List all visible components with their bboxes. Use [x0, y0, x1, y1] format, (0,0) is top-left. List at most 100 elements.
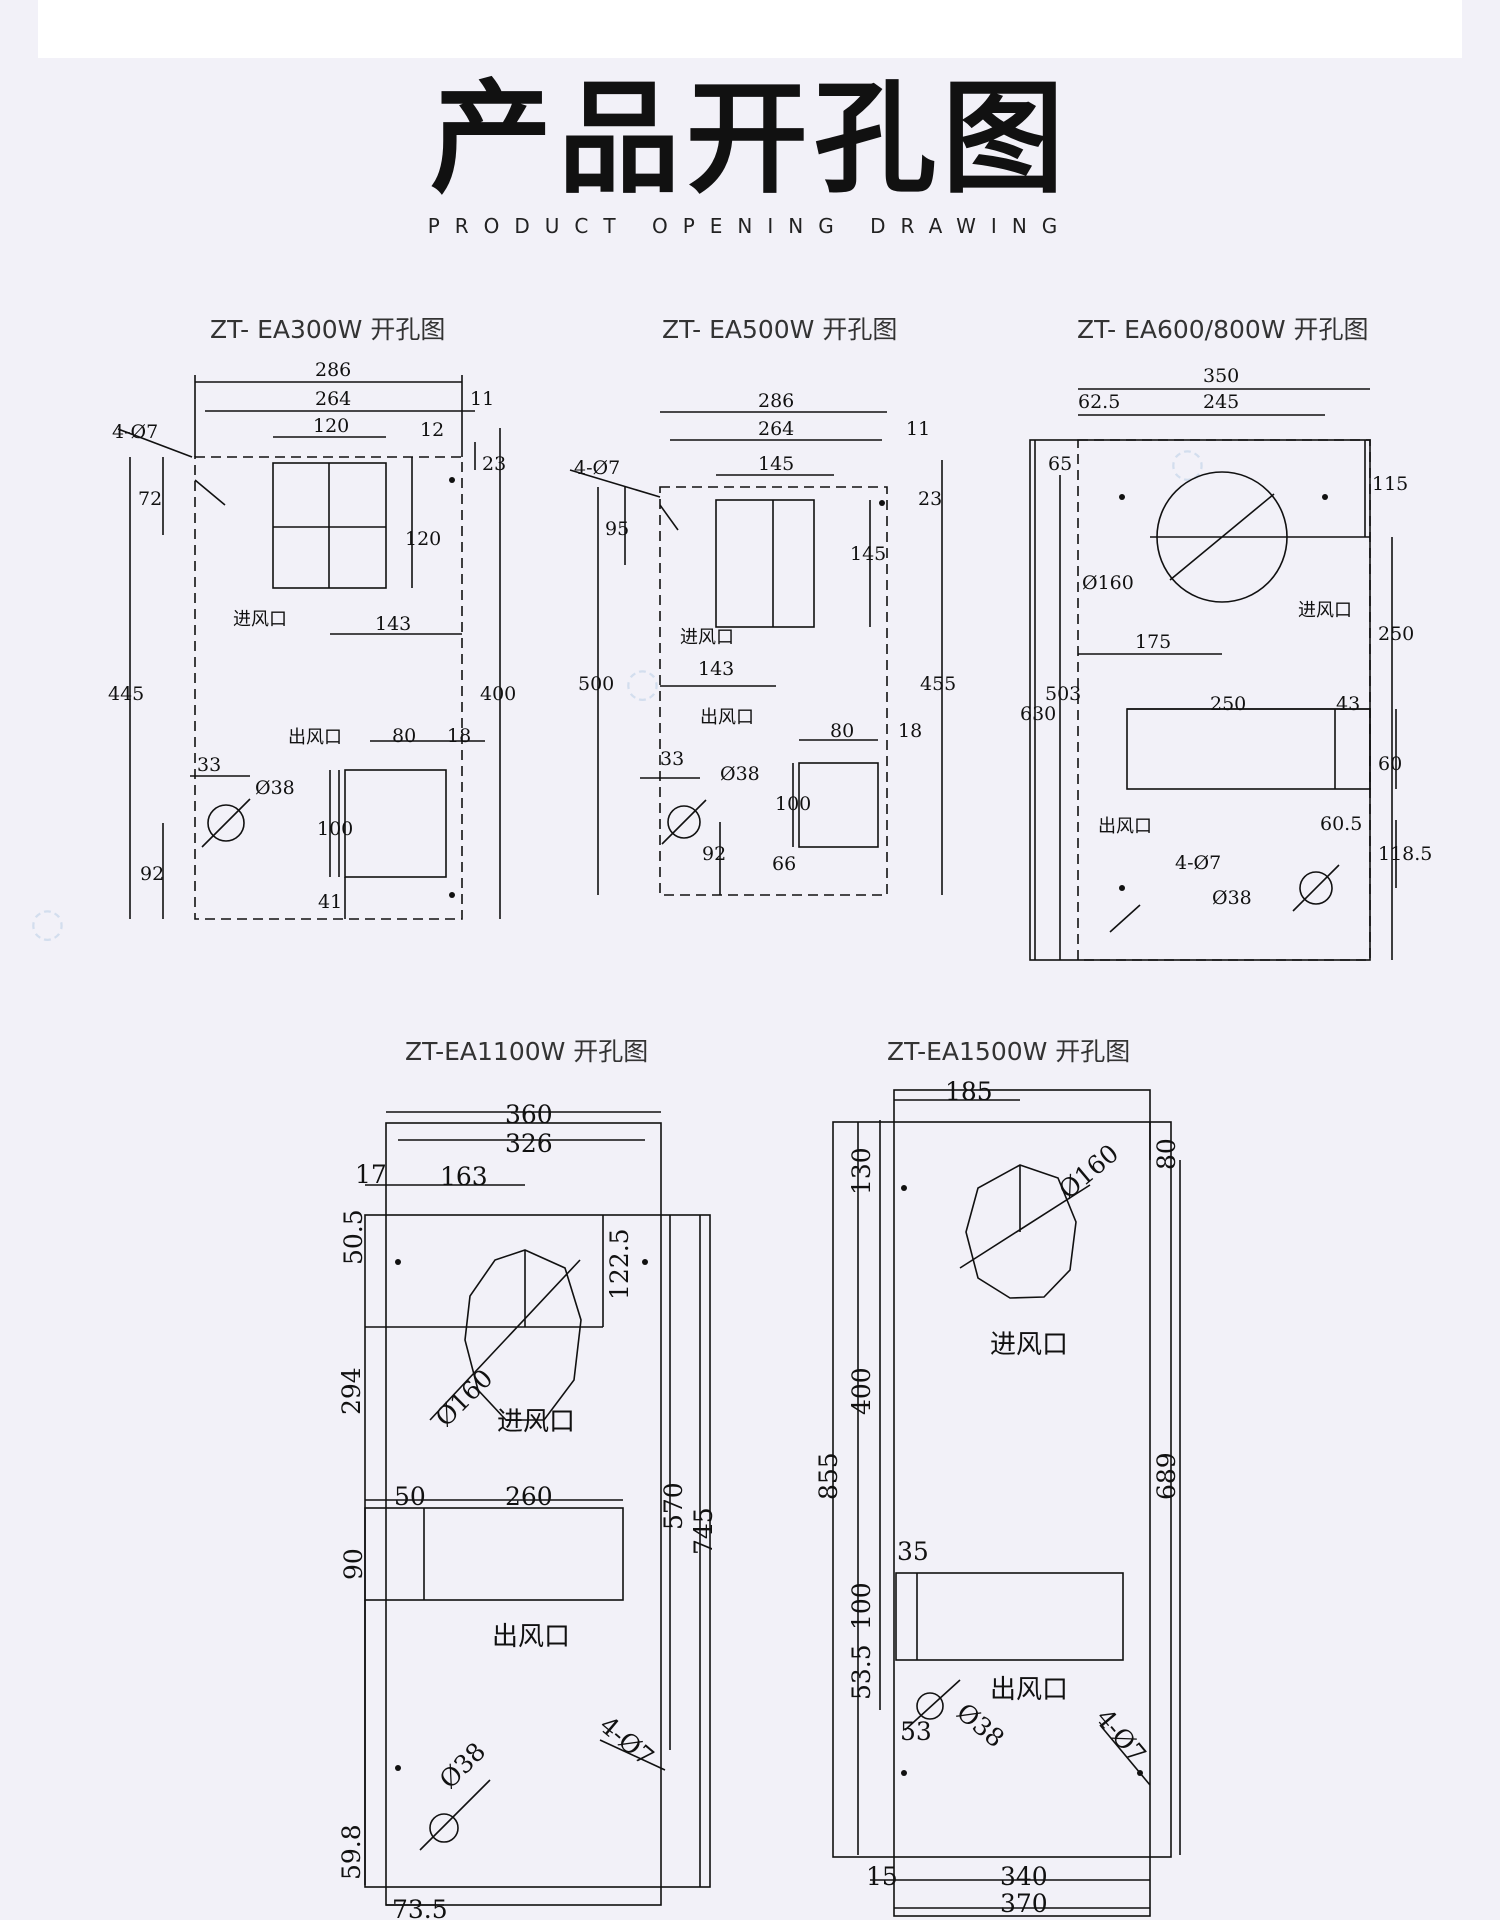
ea1500w-panel-outline	[893, 1089, 1151, 1917]
ea600-800w-panel-outline	[1077, 439, 1371, 961]
dim-label: 250	[1378, 623, 1414, 645]
dim-label: 145	[758, 453, 794, 475]
dim-label: 745	[689, 1507, 718, 1555]
dim-label: Ø160	[1082, 572, 1134, 594]
drawing-title-ea300w: ZT- EA300W 开孔图	[210, 315, 446, 344]
outlet-label: 出风口	[1098, 816, 1152, 837]
dim-label: 72	[138, 488, 162, 510]
dim-label: 33	[660, 748, 684, 770]
dim-label: Ø38	[255, 777, 295, 799]
ea300w-outlet-cutout	[344, 769, 447, 878]
dim-label: 90	[339, 1548, 368, 1580]
dim-label: 60.5	[1320, 813, 1362, 835]
inlet-label: 进风口	[990, 1330, 1068, 1360]
ea1100w-ring-hole	[429, 1813, 459, 1843]
dim-label: 143	[698, 658, 734, 680]
dim-label: 175	[1135, 631, 1171, 653]
top-band	[38, 0, 1462, 58]
dim-label: 163	[440, 1162, 488, 1191]
page-subtitle: PRODUCT OPENING DRAWING	[427, 214, 1073, 238]
inlet-label: 进风口	[233, 609, 287, 630]
dim-label: 80	[1152, 1138, 1181, 1170]
inlet-label: 进风口	[497, 1407, 575, 1437]
dim-label: 570	[659, 1482, 688, 1530]
drawing-title-ea500w: ZT- EA500W 开孔图	[662, 315, 898, 344]
dim-label: Ø38	[720, 763, 760, 785]
dim-label: 80	[830, 720, 854, 742]
dim-label: 100	[317, 818, 353, 840]
dim-label: 18	[447, 725, 471, 747]
dim-label: 95	[605, 518, 629, 540]
drawing-title-ea600-800w: ZT- EA600/800W 开孔图	[1077, 315, 1369, 344]
ea1100w-outlet-cutout	[364, 1507, 624, 1601]
ea1100w-inlet-hole	[464, 1249, 582, 1421]
dim-label: 143	[375, 613, 411, 635]
dim-label: 250	[1210, 693, 1246, 715]
watermark-logo: ◌	[625, 660, 660, 706]
dim-label: 53	[900, 1717, 932, 1746]
ea1500w-ring-hole	[916, 1692, 944, 1720]
dim-label: 370	[1000, 1889, 1048, 1918]
dim-label: 340	[1000, 1862, 1048, 1891]
dim-label: 73.5	[392, 1895, 448, 1920]
dim-label: 689	[1152, 1452, 1181, 1500]
ea1100w-panel-outline	[385, 1122, 662, 1906]
ea1100w-drawing	[364, 1111, 711, 1906]
ea600-800w-ring-hole	[1299, 871, 1333, 905]
dim-label: 286	[758, 390, 794, 412]
dim-label: 66	[772, 853, 796, 875]
dim-label: 120	[405, 528, 441, 550]
hole-label: 4-Ø7	[574, 457, 620, 479]
dim-label: 260	[505, 1482, 553, 1511]
ea500w-inlet-cutout	[715, 499, 815, 628]
inlet-label: 进风口	[1298, 600, 1352, 621]
dim-label: 360	[505, 1100, 553, 1129]
dim-label: 23	[918, 488, 942, 510]
hole-label: 4-Ø7	[1090, 1703, 1151, 1768]
outlet-label: 出风口	[700, 707, 754, 728]
dim-label: 80	[392, 725, 416, 747]
dim-label: 120	[313, 415, 349, 437]
dim-label: 92	[140, 863, 164, 885]
dim-label: 185	[945, 1077, 993, 1106]
dim-label: 23	[482, 453, 506, 475]
dim-label: 17	[355, 1160, 387, 1189]
dim-label: 15	[866, 1862, 898, 1891]
dim-label: 855	[814, 1452, 843, 1500]
dim-label: 11	[906, 418, 930, 440]
dim-label: 400	[847, 1367, 876, 1415]
outlet-label: 出风口	[288, 727, 342, 748]
dim-label: 18	[898, 720, 922, 742]
dim-label: Ø38	[1212, 887, 1252, 909]
dim-label: 11	[470, 388, 494, 410]
ea300w-panel-outline	[194, 456, 463, 920]
dim-label: 50	[394, 1482, 426, 1511]
dim-label: Ø160	[1053, 1139, 1124, 1205]
dim-label: 630	[1020, 703, 1056, 725]
dim-label: Ø38	[951, 1697, 1010, 1753]
dim-label: 500	[578, 673, 614, 695]
dim-label: 12	[420, 419, 444, 441]
outlet-label: 出风口	[492, 1622, 570, 1652]
dim-label: 50.5	[339, 1209, 368, 1265]
watermark-logo: ◌	[1170, 440, 1205, 486]
dim-label: 65	[1048, 453, 1072, 475]
dim-label: 264	[315, 388, 351, 410]
dim-label: 326	[505, 1129, 553, 1158]
hole-label: 4-Ø7	[112, 421, 158, 443]
inlet-label: 进风口	[680, 627, 734, 648]
dim-label: 122.5	[605, 1228, 634, 1300]
ea1500w-outlet-cutout	[895, 1572, 1124, 1661]
dim-label: 294	[337, 1367, 366, 1415]
dim-label: 35	[897, 1537, 929, 1566]
dim-label: 118.5	[1378, 843, 1432, 865]
outlet-label: 出风口	[990, 1675, 1068, 1705]
ea1100w-frame	[364, 1214, 711, 1888]
ea500w-outlet-cutout	[798, 762, 879, 848]
dim-label: 60	[1378, 753, 1402, 775]
dim-label: 62.5	[1078, 391, 1120, 413]
dim-label: 59.8	[337, 1824, 366, 1880]
dim-label: 53.5	[847, 1644, 876, 1700]
drawing-title-ea1500w: ZT-EA1500W 开孔图	[887, 1037, 1131, 1066]
